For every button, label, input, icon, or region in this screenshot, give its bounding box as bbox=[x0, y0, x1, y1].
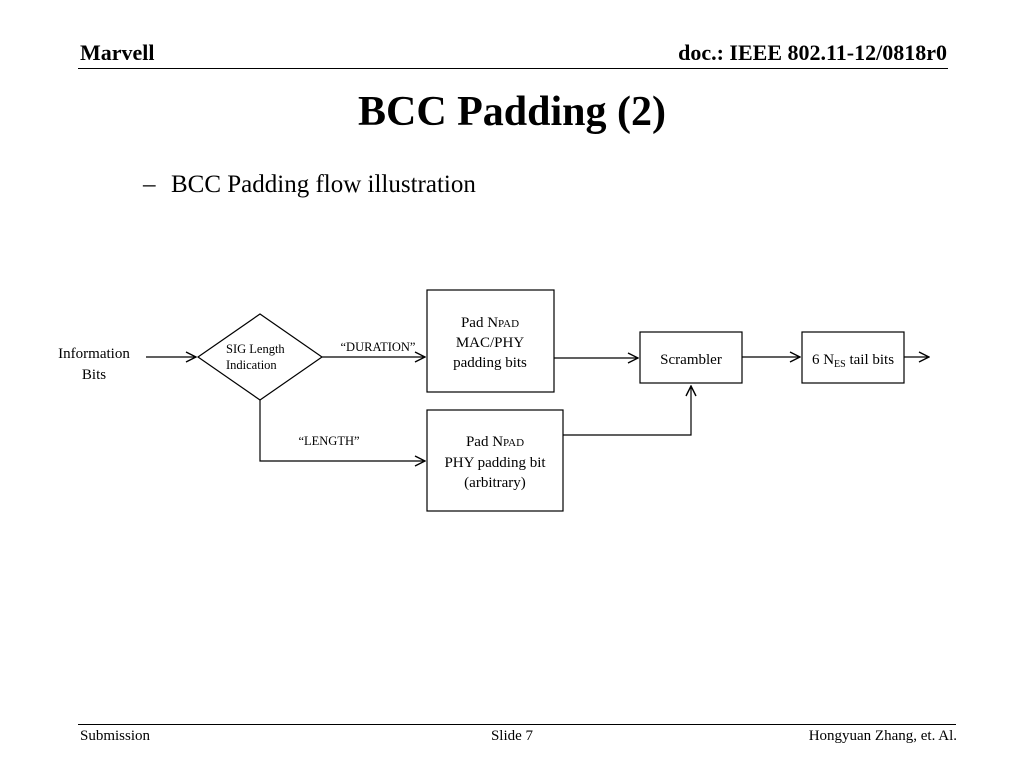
phy-box-line1-sub: PAD bbox=[503, 437, 524, 449]
decision-label-line2: Indication bbox=[226, 358, 277, 372]
footer-submission: Submission bbox=[80, 728, 151, 744]
phy-box-line3: (arbitrary) bbox=[464, 475, 526, 491]
tail-sub: ES bbox=[834, 359, 846, 370]
phy-box-line1: Pad NPAD bbox=[466, 434, 524, 450]
input-label-line2: Bits bbox=[82, 367, 106, 383]
mac-box-line1: Pad NPAD bbox=[461, 315, 519, 331]
decision-label-line1: SIG Length bbox=[226, 342, 285, 356]
scrambler-box bbox=[639, 331, 743, 384]
header-rule bbox=[78, 68, 948, 69]
decision-diamond bbox=[196, 313, 324, 401]
arrow-phy-to-scrambler bbox=[563, 386, 691, 436]
tail-bits-box bbox=[801, 331, 905, 384]
mac-box-line3: padding bits bbox=[453, 355, 527, 371]
scrambler-label: Scrambler bbox=[660, 352, 722, 368]
slide-title: BCC Padding (2) bbox=[357, 89, 667, 135]
label-length: “LENGTH” bbox=[298, 434, 359, 448]
input-label-line1: Information bbox=[58, 346, 130, 362]
mac-box-line1-sub: PAD bbox=[498, 318, 519, 330]
footer-author: Hongyuan Zhang, et. Al. bbox=[808, 728, 957, 744]
footer-slide-number: Slide 7 bbox=[490, 728, 534, 744]
header-doc-id: doc.: IEEE 802.11-12/0818r0 bbox=[678, 40, 947, 65]
tail-bits-label: 6 NES tail bits bbox=[812, 352, 894, 370]
arrow-length bbox=[259, 400, 425, 461]
header-left-text: Marvell bbox=[80, 40, 155, 65]
mac-phy-padding-box bbox=[426, 289, 555, 393]
phy-padding-box bbox=[426, 409, 564, 512]
bullet-text: BCC Padding flow illustration bbox=[171, 171, 476, 198]
label-duration: “DURATION” bbox=[341, 340, 416, 354]
tail-suffix: tail bits bbox=[846, 352, 894, 368]
phy-box-line1-main: Pad N bbox=[466, 434, 503, 450]
tail-prefix: 6 N bbox=[812, 352, 834, 368]
mac-box-line2: MAC/PHY bbox=[456, 335, 525, 351]
mac-box-line1-main: Pad N bbox=[461, 315, 498, 331]
bullet-item: –BCC Padding flow illustration bbox=[143, 171, 476, 199]
phy-box-line2: PHY padding bit bbox=[444, 455, 546, 471]
bullet-dash: – bbox=[143, 171, 156, 198]
footer-rule bbox=[78, 724, 956, 725]
